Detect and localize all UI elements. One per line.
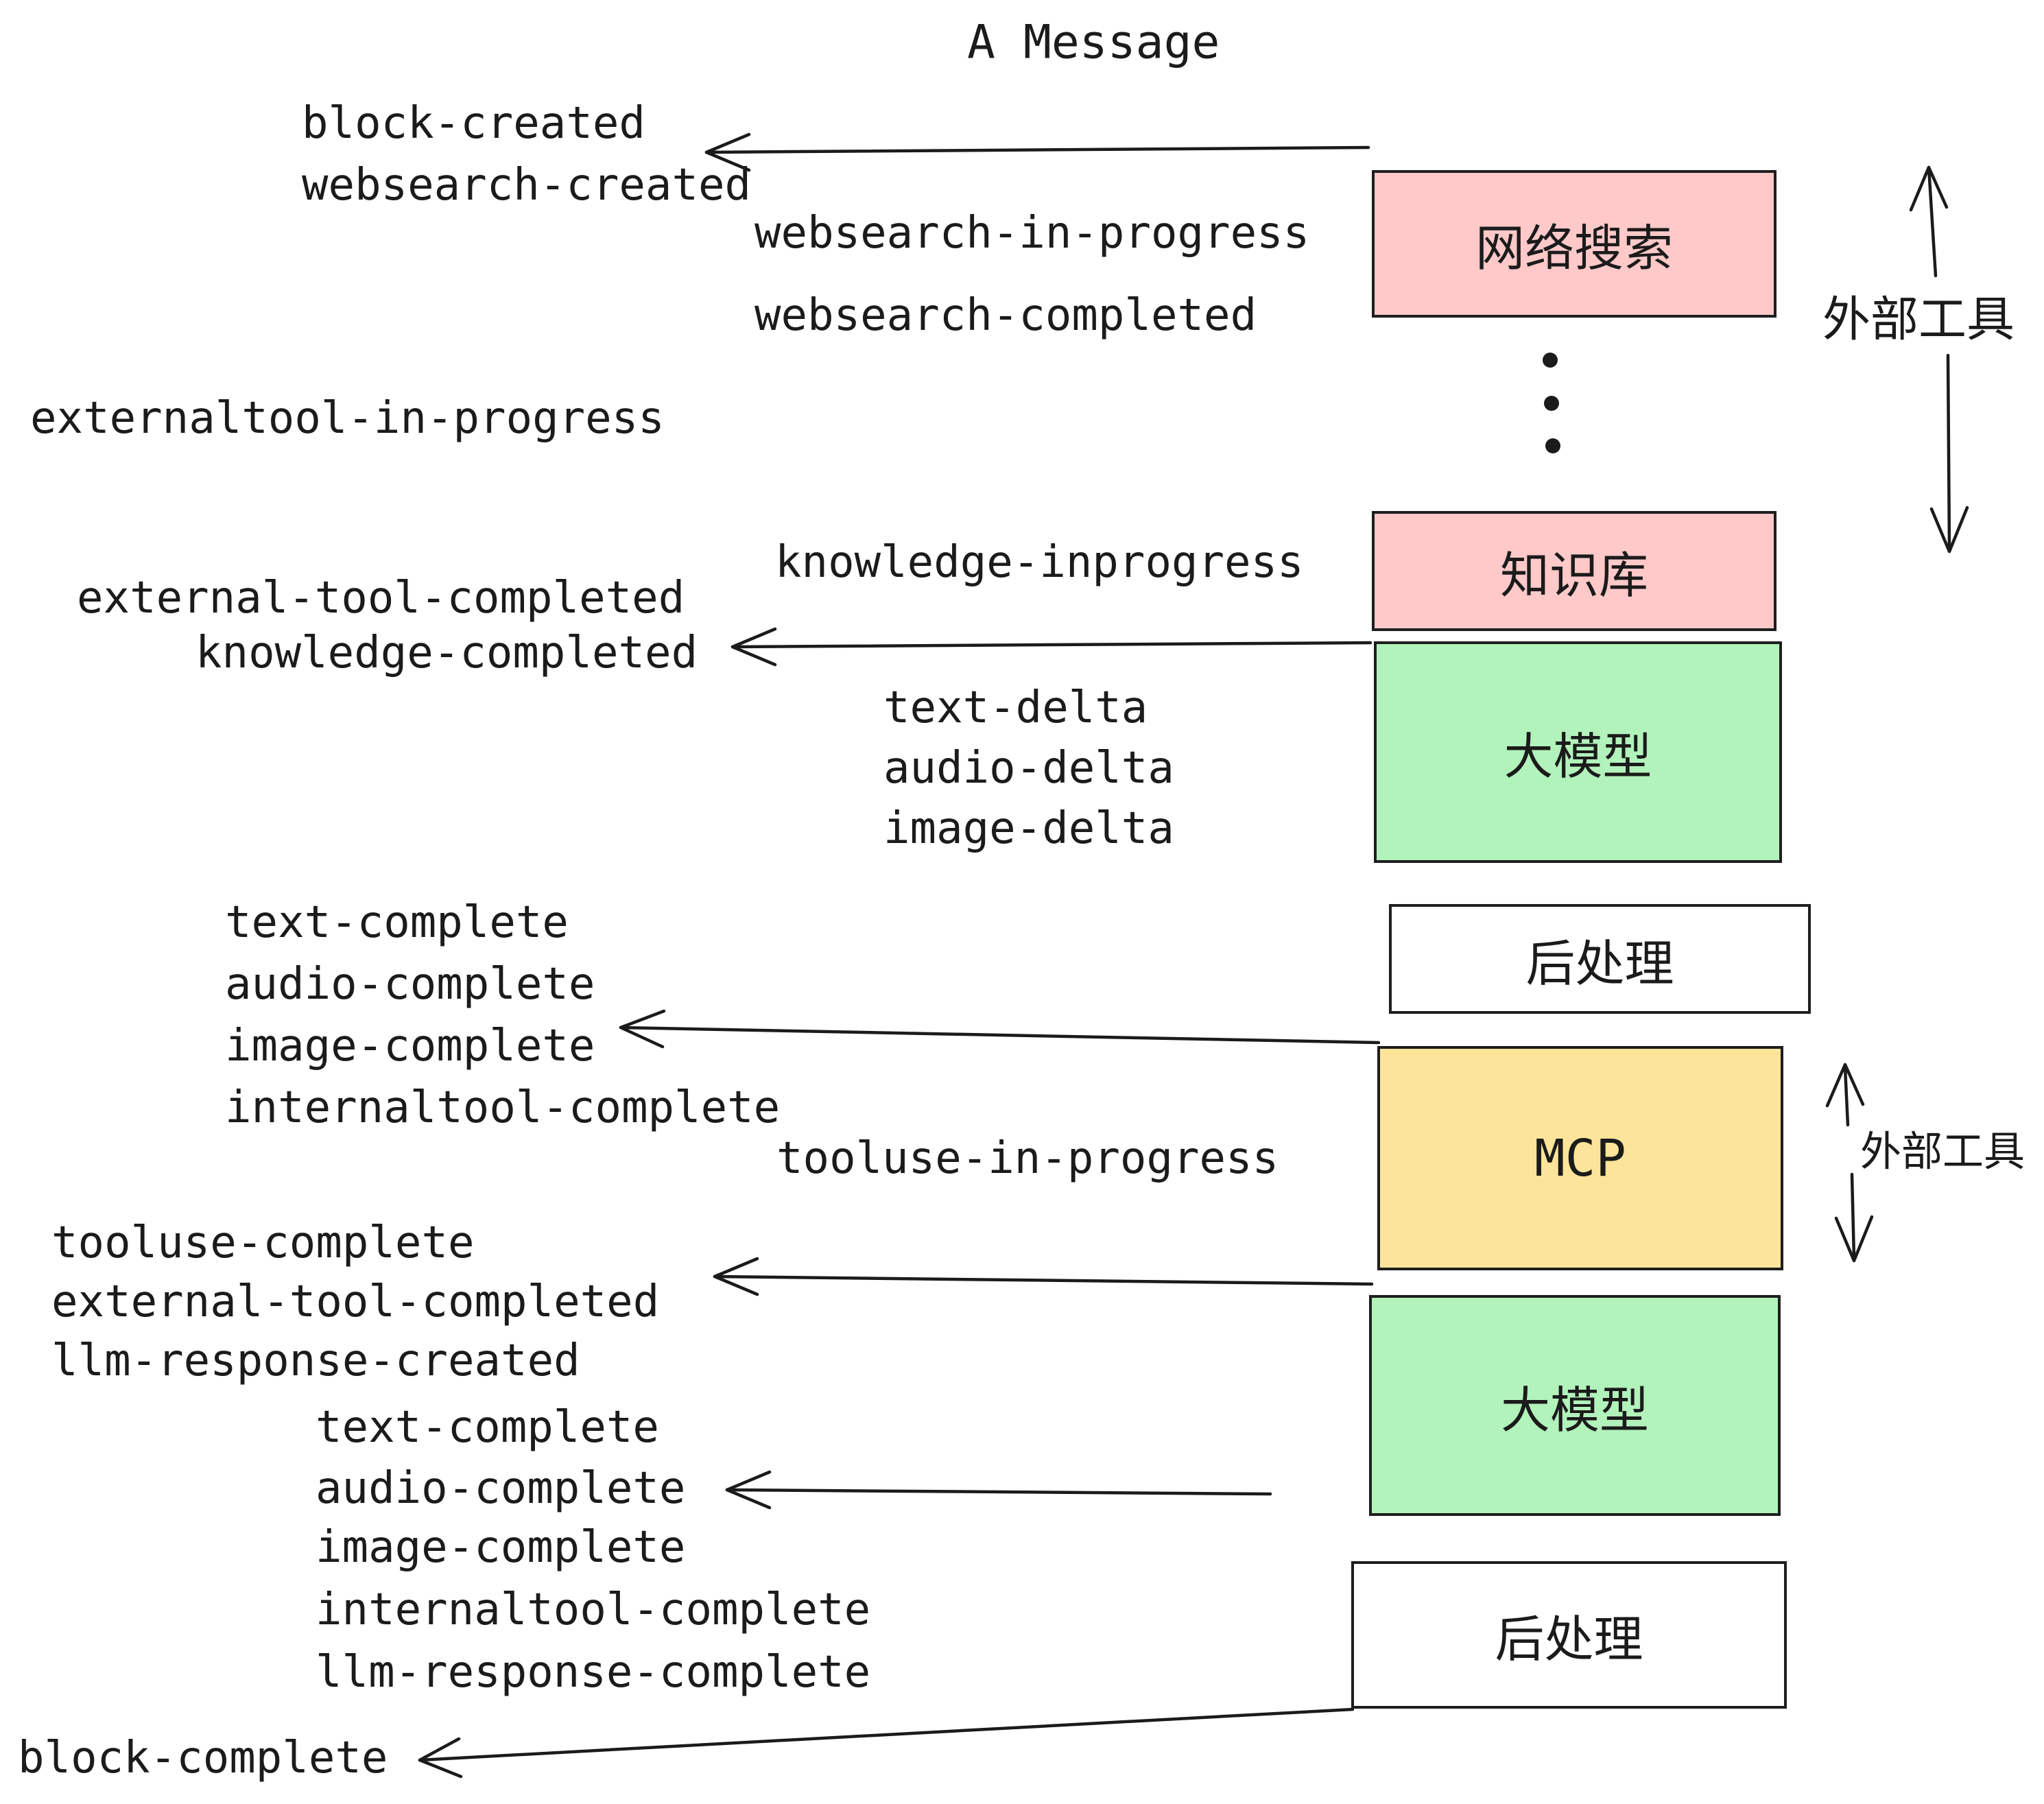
arrow-to-tooluse-complete-icon [713,1257,1374,1296]
box-llm-2-label: 大模型 [1500,1381,1649,1439]
arrow-to-image-complete-icon [619,1009,1381,1049]
box-knowledge: 知识库 [1372,511,1776,631]
event-label-audio-delta-1: audio-delta [883,743,1174,794]
event-label-image-complete-2: image-complete [316,1522,686,1573]
event-label-tooluse-in-progress: tooluse-in-progress [776,1133,1279,1184]
external-tools-top-down-arrow-icon [1929,353,1969,554]
event-label-websearch-created: websearch-created [302,160,752,211]
external-tools-bottom-label: 外部工具 [1860,1128,2025,1176]
event-label-text-complete-1: text-complete [225,897,569,948]
box-postprocess-1: 后处理 [1389,904,1811,1014]
event-label-audio-complete-2: audio-complete [316,1463,686,1514]
box-llm-2: 大模型 [1369,1295,1781,1516]
arrow-to-audio-complete-icon [725,1470,1272,1510]
box-websearch: 网络搜索 [1372,170,1776,318]
box-mcp: MCP [1377,1046,1783,1270]
external-tools-top-up-arrow-icon [1909,165,1949,278]
box-postprocess-1-label: 后处理 [1525,934,1674,993]
ellipsis-dots-icon [1543,353,1560,453]
event-label-audio-complete-1: audio-complete [225,959,595,1010]
arrow-to-block-complete-icon [418,1707,1355,1779]
event-label-image-delta-1: image-delta [883,803,1174,854]
box-websearch-label: 网络搜索 [1475,219,1673,277]
event-label-text-complete-2: text-complete [316,1402,659,1453]
event-label-image-complete-1: image-complete [225,1021,595,1071]
external-tools-top-label: 外部工具 [1822,291,2015,348]
event-label-knowledge-completed: knowledge-completed [195,628,698,678]
page-title: A Message [967,15,1220,70]
event-label-knowledge-inprogress: knowledge-inprogress [775,537,1304,588]
event-label-external-tool-completed-2: external-tool-completed [51,1277,660,1327]
event-label-llm-response-created: llm-response-created [51,1336,580,1386]
event-label-llm-response-complete: llm-response-complete [316,1647,871,1698]
box-postprocess-2-label: 后处理 [1495,1611,1643,1668]
event-label-externaltool-in-progress: externaltool-in-progress [30,393,665,444]
box-llm-1-label: 大模型 [1504,728,1652,785]
event-label-block-created: block-created [302,98,645,149]
arrow-to-websearch-created-icon [704,132,1370,172]
event-label-internaltool-complete-2: internaltool-complete [316,1585,871,1635]
box-knowledge-label: 知识库 [1499,547,1648,604]
event-label-websearch-in-progress: websearch-in-progress [754,208,1310,259]
event-label-internaltool-complete-1: internaltool-complete [225,1082,781,1133]
event-label-block-complete: block-complete [18,1733,388,1783]
box-mcp-label: MCP [1534,1128,1626,1188]
event-label-external-tool-completed-1: external-tool-completed [77,573,685,624]
box-postprocess-2: 后处理 [1351,1561,1787,1709]
event-label-tooluse-complete: tooluse-complete [51,1218,475,1268]
arrow-to-knowledge-completed-icon [730,627,1372,667]
external-tools-bottom-down-arrow-icon [1834,1172,1874,1263]
event-label-text-delta-1: text-delta [883,683,1148,733]
event-label-websearch-completed: websearch-completed [754,290,1257,341]
box-llm-1: 大模型 [1374,641,1782,863]
external-tools-bottom-up-arrow-icon [1825,1063,1865,1127]
